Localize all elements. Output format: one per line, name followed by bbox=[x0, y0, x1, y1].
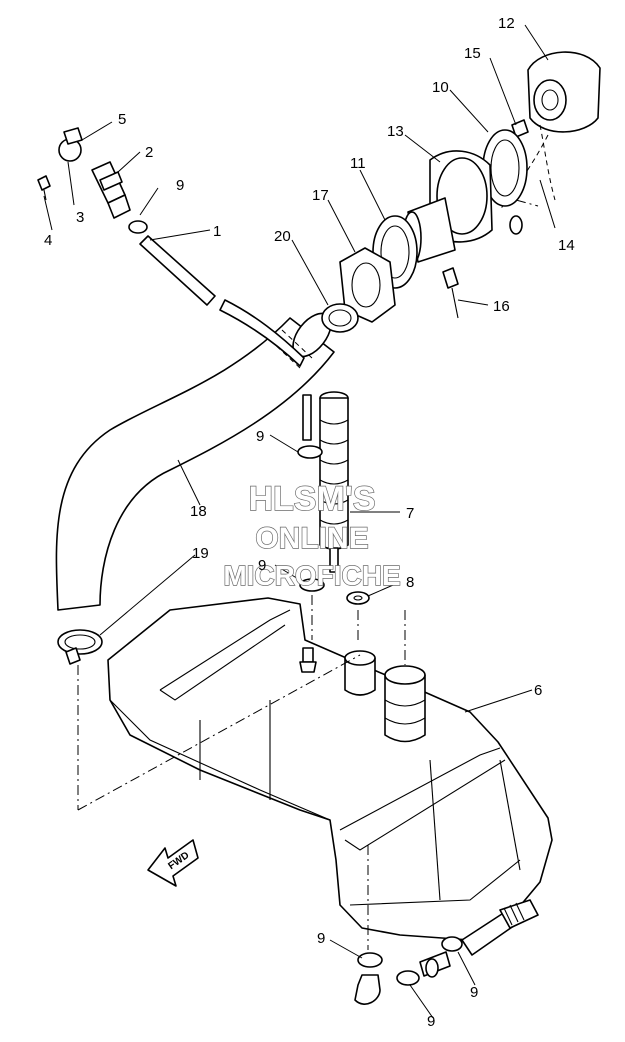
breather-hose bbox=[139, 235, 312, 441]
callout-9-e: 9 bbox=[427, 1013, 435, 1030]
callout-15: 15 bbox=[464, 45, 481, 62]
callout-9-b: 9 bbox=[256, 428, 264, 445]
callout-17: 17 bbox=[312, 187, 329, 204]
callout-1: 1 bbox=[213, 223, 221, 240]
drain-fittings bbox=[354, 899, 539, 1005]
callout-20: 20 bbox=[274, 228, 291, 245]
breather-valve-assembly bbox=[37, 127, 131, 219]
callout-13: 13 bbox=[387, 123, 404, 140]
leader-lines bbox=[43, 24, 556, 1019]
watermark: HLSM'S ONLINE MICROFICHE bbox=[223, 479, 402, 591]
callout-11: 11 bbox=[350, 155, 366, 172]
callout-19: 19 bbox=[192, 545, 209, 562]
callout-3: 3 bbox=[76, 209, 84, 226]
callout-10: 10 bbox=[432, 79, 449, 96]
filler-cap-assembly bbox=[321, 51, 601, 333]
fuel-tank bbox=[107, 597, 553, 941]
callout-4: 4 bbox=[44, 232, 52, 249]
callout-9-a: 9 bbox=[176, 177, 184, 194]
callout-9-c: 9 bbox=[258, 557, 266, 574]
watermark-line-3: MICROFICHE bbox=[223, 560, 400, 591]
watermark-line-1: HLSM'S bbox=[248, 480, 375, 518]
callout-labels: 1 2 3 4 5 6 7 8 9 9 9 9 9 9 10 11 12 13 … bbox=[44, 15, 575, 1030]
callout-18: 18 bbox=[190, 503, 207, 520]
hose-clamps bbox=[57, 220, 463, 986]
callout-12: 12 bbox=[498, 15, 515, 32]
fwd-arrow: FWD bbox=[147, 839, 199, 887]
filler-hose bbox=[55, 312, 335, 611]
watermark-line-2: ONLINE bbox=[255, 522, 368, 555]
callout-7: 7 bbox=[406, 505, 414, 522]
callout-9-f: 9 bbox=[470, 984, 478, 1001]
fuel-filter bbox=[319, 391, 370, 605]
alignment-lines bbox=[77, 199, 539, 950]
callout-9-d: 9 bbox=[317, 930, 325, 947]
callout-8: 8 bbox=[406, 574, 414, 591]
callout-16: 16 bbox=[493, 298, 510, 315]
callout-2: 2 bbox=[145, 144, 153, 161]
callout-5: 5 bbox=[118, 111, 126, 128]
callout-14: 14 bbox=[558, 237, 575, 254]
callout-6: 6 bbox=[534, 682, 542, 699]
